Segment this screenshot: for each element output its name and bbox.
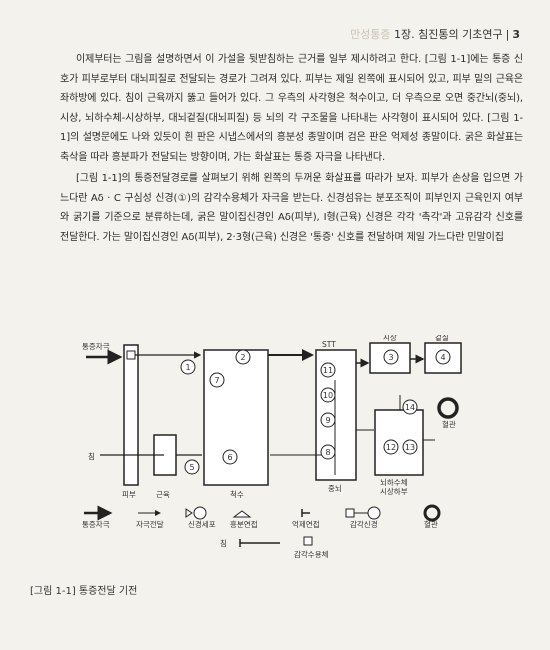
label-cortex: 겉질 [435, 335, 449, 342]
header-divider: | [505, 28, 510, 41]
node-7-label: 7 [214, 376, 219, 385]
header-chapter: 1장. 침진통의 기초연구 [394, 28, 503, 41]
legend-receptor: 감각수용체 [294, 549, 329, 559]
node-14-label: 14 [405, 403, 415, 412]
label-blood-vessel: 혈관 [442, 419, 456, 429]
receptor-square [126, 350, 136, 360]
node-12 [383, 439, 399, 455]
label-pituitary-1: 뇌하수체 [380, 477, 408, 487]
node-3-label: 3 [388, 353, 393, 362]
figure-legend: 통증자극 자극전달 신경세포 흥분연접 억제연접 감각신경 혈관 침 감각수용체 [82, 504, 441, 559]
node-1 [180, 359, 196, 375]
node-13 [402, 439, 418, 455]
node-9-label: 9 [325, 416, 330, 425]
legend-blood-vessel: 혈관 [424, 519, 438, 529]
label-stt: STT [322, 340, 336, 349]
header-faded-text: 만성통증 [350, 28, 391, 41]
legend-excitatory: 흥분연접 [230, 519, 258, 529]
blood-vessel-icon [437, 397, 459, 419]
legend-pain-stimulus: 통증자극 [82, 520, 110, 529]
skin-strip [123, 344, 139, 486]
label-spinal-cord: 척수 [230, 490, 244, 499]
node-4-label: 4 [440, 353, 445, 362]
node-2 [235, 349, 251, 365]
node-2-label: 2 [240, 353, 245, 362]
legend-needle: 침 [220, 539, 227, 548]
node-11 [320, 362, 336, 378]
label-thalamus: 시상 [383, 335, 397, 342]
node-11-label: 11 [323, 366, 333, 375]
legend-transmission: 자극전달 [136, 519, 164, 529]
node-10 [320, 387, 336, 403]
paragraph-2: [그림 1-1]의 통증전달경로를 살펴보기 위해 왼쪽의 두꺼운 화살표를 따… [60, 173, 523, 243]
label-pituitary-2: 시상하부 [380, 486, 408, 496]
node-8-label: 8 [325, 448, 330, 457]
node-8 [320, 444, 336, 460]
label-muscle: 근육 [156, 490, 170, 499]
label-skin: 피부 [122, 490, 136, 499]
legend-neuron: 신경세포 [188, 519, 216, 529]
pain-pathway-figure: 1 2 3 4 5 6 7 8 9 10 11 12 13 14 통증자극 침 … [82, 335, 462, 559]
node-7 [209, 372, 225, 388]
node-6-label: 6 [227, 453, 232, 462]
node-12-label: 12 [386, 443, 396, 452]
node-13-label: 13 [405, 443, 415, 452]
node-10-label: 10 [323, 391, 333, 400]
figure-caption: [그림 1-1] 통증전달 기전 [30, 586, 138, 597]
node-9 [320, 412, 336, 428]
spinal-cord-box [203, 349, 269, 486]
paragraph-1: 이제부터는 그림을 설명하면서 이 가설을 뒷받침하는 근거를 일부 제시하려고… [60, 54, 523, 163]
node-4 [435, 349, 451, 365]
legend-sensory-nerve: 감각신경 [350, 519, 378, 529]
node-5-label: 5 [189, 463, 194, 472]
running-header: 만성통증 1장. 침진통의 기초연구|3 [350, 26, 520, 42]
label-needle: 침 [88, 452, 95, 461]
legend-inhibitory: 억제연접 [292, 520, 320, 529]
label-midbrain: 중뇌 [328, 484, 342, 493]
body-text: 이제부터는 그림을 설명하면서 이 가설을 뒷받침하는 근거를 일부 제시하려고… [60, 50, 523, 247]
node-6 [222, 449, 238, 465]
node-3 [383, 349, 399, 365]
node-14 [402, 399, 418, 415]
label-pain-stimulus: 통증자극 [82, 342, 110, 351]
hypothalamus-link [356, 395, 435, 441]
node-1-label: 1 [185, 363, 190, 372]
node-5 [184, 459, 200, 475]
neuron-nodes: 1 2 3 4 5 6 7 8 9 10 11 12 13 14 [180, 349, 451, 475]
page-number: 3 [512, 28, 520, 41]
